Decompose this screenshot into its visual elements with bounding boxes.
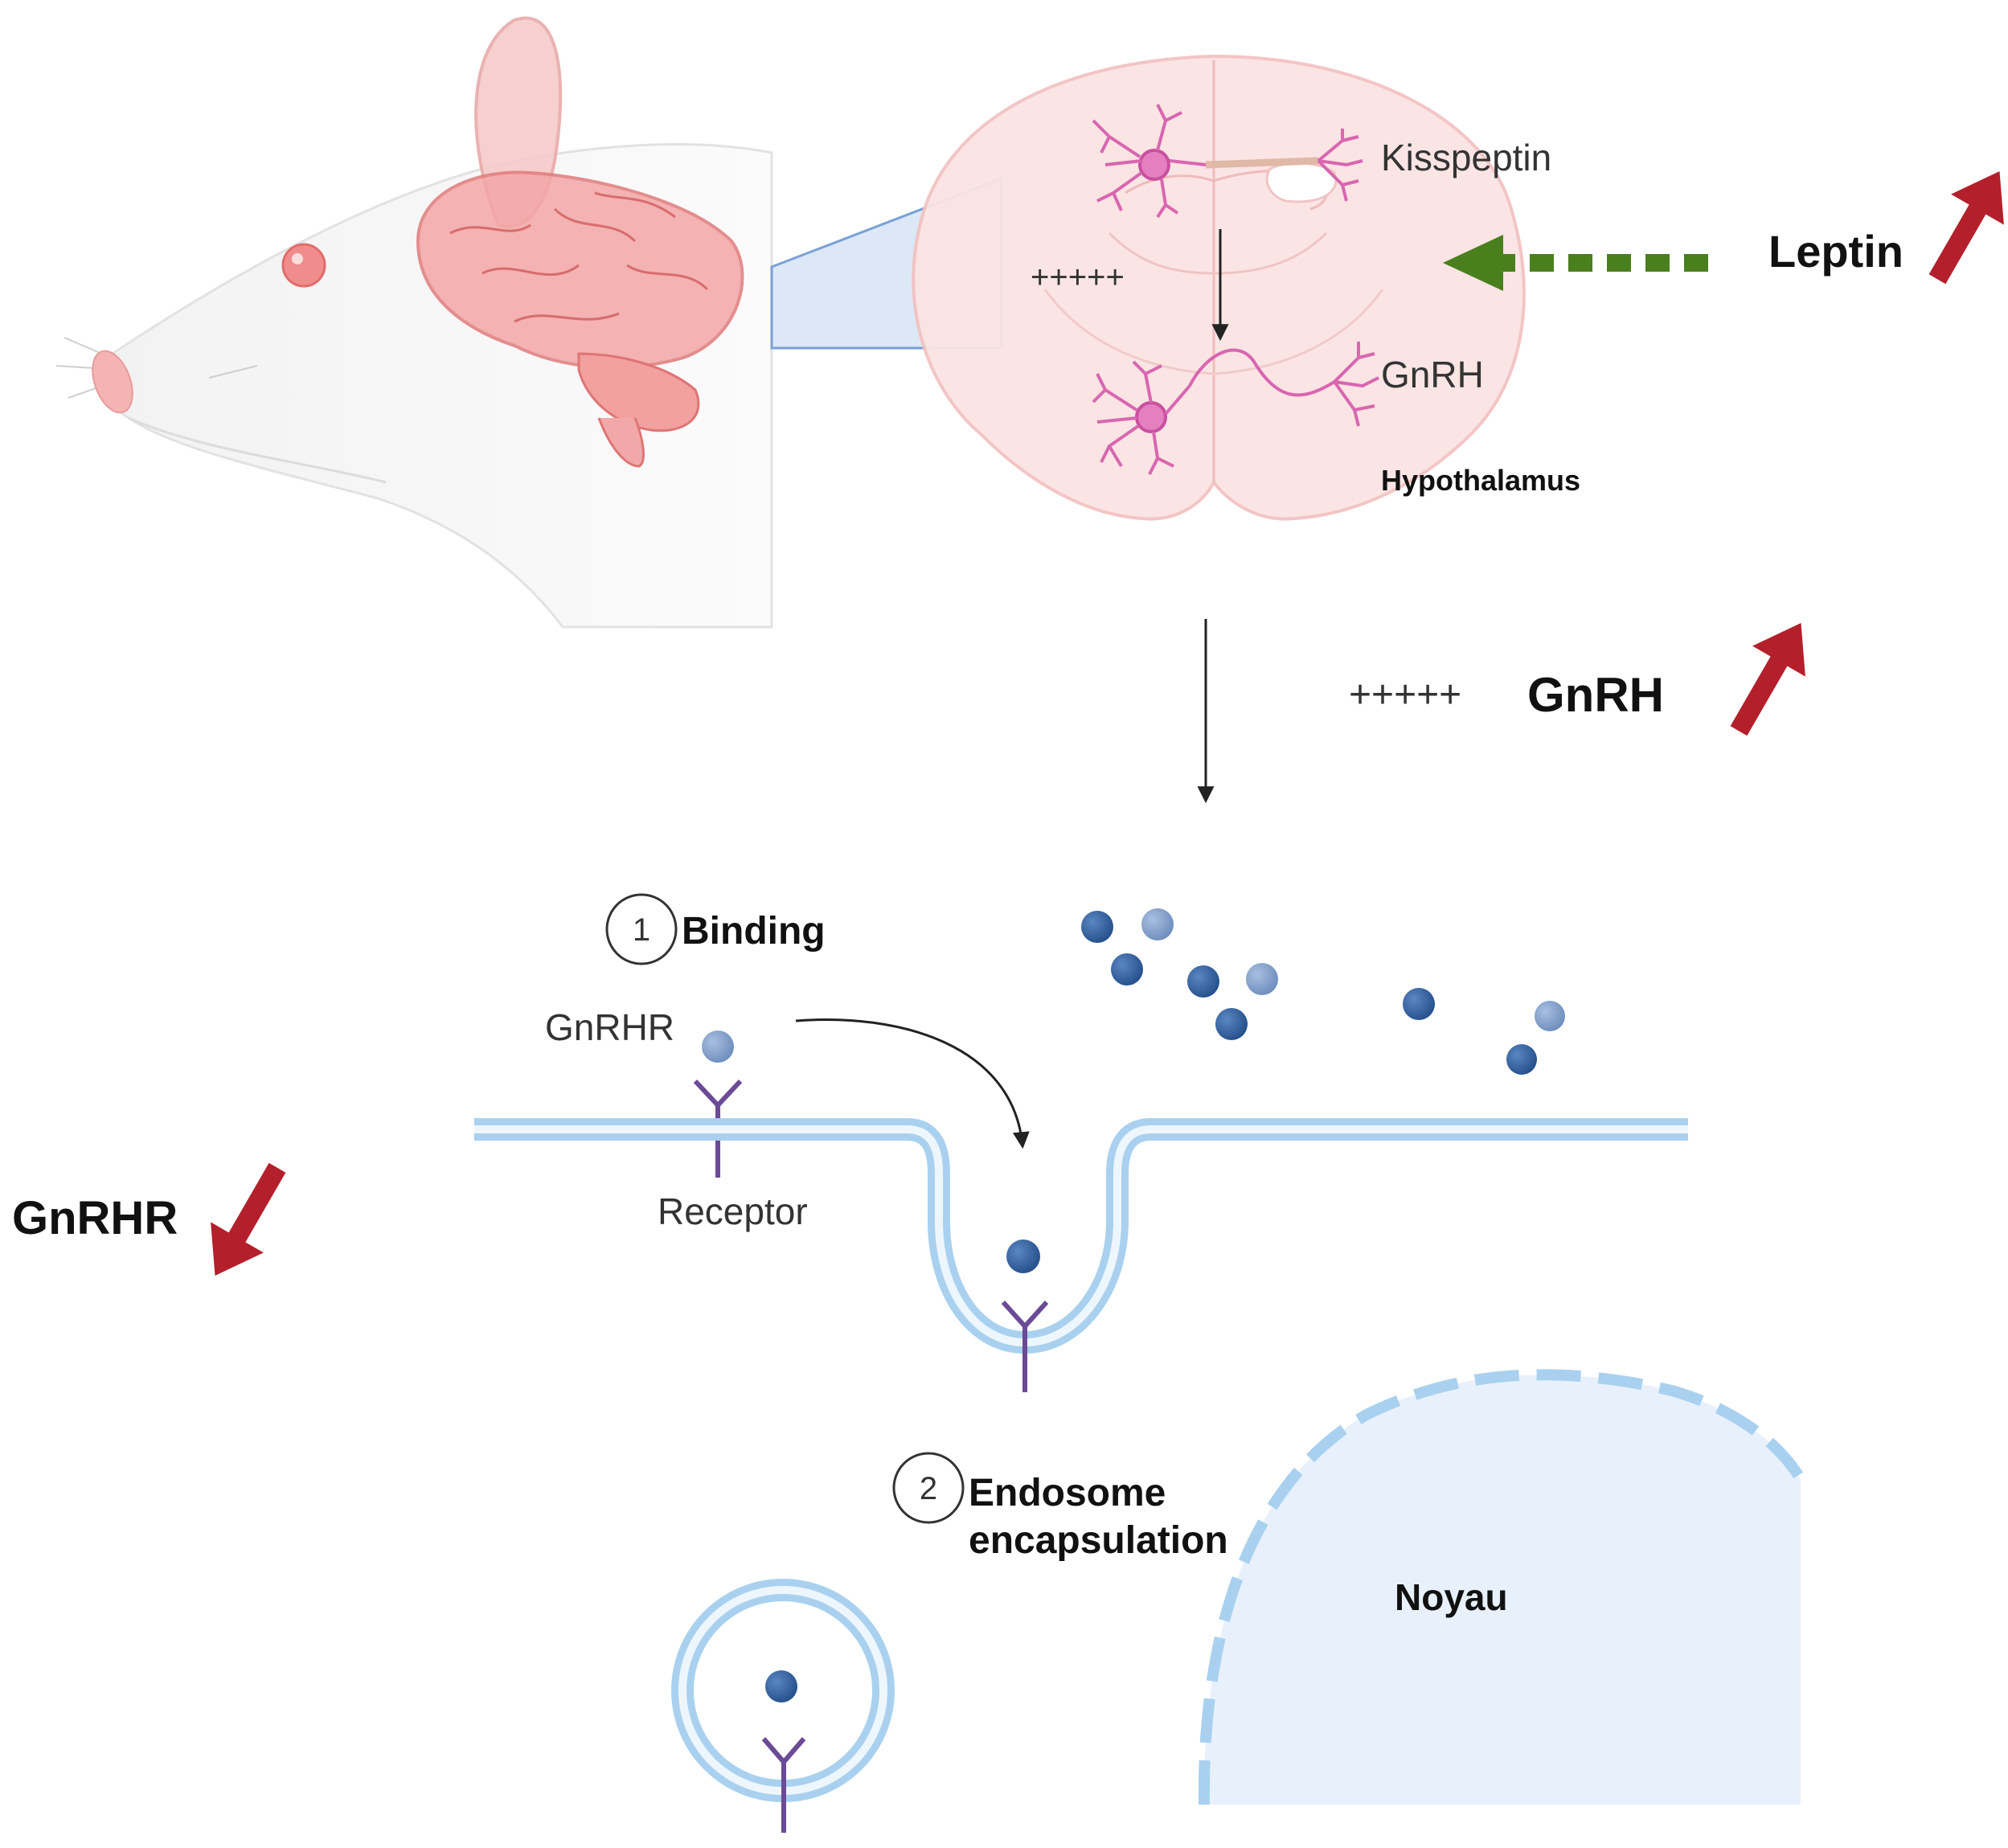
plus-signs-gnrh: +++++ <box>1349 674 1461 716</box>
gnrh-up-arrow-icon <box>1730 623 1805 736</box>
rat-nose <box>92 350 133 414</box>
gnrh-main-label: GnRH <box>1527 668 1664 722</box>
hypothalamus-label: Hypothalamus <box>1381 464 1580 497</box>
internalizing-ligand <box>1006 1240 1040 1273</box>
rat-illustration <box>55 16 773 629</box>
gnrhr-down-arrow-icon <box>211 1162 286 1276</box>
step-2-badge <box>892 1452 965 1524</box>
endosome-receptor <box>761 1737 806 1833</box>
receptor-label: Receptor <box>658 1190 808 1232</box>
surface-receptor <box>693 1079 743 1178</box>
cell-membrane <box>474 1118 1688 1354</box>
step-2-number: 2 <box>920 1471 937 1506</box>
rat-eye <box>281 243 326 288</box>
plus-signs-brain: +++++ <box>1031 260 1125 295</box>
gnrhr-ligand-label: GnRHR <box>545 1006 674 1048</box>
leptin-arrow <box>1443 235 1708 291</box>
kisspeptin-neuron <box>1092 104 1363 219</box>
endosome-ligand <box>765 1670 797 1703</box>
bound-ligand <box>702 1031 734 1063</box>
step-2-label-line2: encapsulation <box>969 1519 1228 1562</box>
pit-receptor <box>1001 1300 1049 1392</box>
rat-brain <box>416 170 744 468</box>
step-2-label-line1: Endosome <box>969 1472 1166 1514</box>
gnrhr-side-label: GnRHR <box>12 1192 178 1244</box>
step-1-label: Binding <box>682 910 826 953</box>
nucleus <box>1198 1369 1806 1805</box>
leptin-label: Leptin <box>1768 226 1904 277</box>
noyau-label: Noyau <box>1395 1576 1508 1618</box>
gnrh-neuron-label: GnRH <box>1381 354 1484 395</box>
leptin-up-arrow-icon <box>1928 171 2004 285</box>
kisspeptin-label: Kisspeptin <box>1381 137 1551 178</box>
gnrh-ligands-free <box>1081 908 1565 1075</box>
step-1-number: 1 <box>633 912 650 948</box>
binding-curve-arrow <box>795 1018 1030 1149</box>
step-1-badge <box>605 893 678 965</box>
gnrh-neuron <box>1092 342 1379 475</box>
brain-section <box>912 54 1526 521</box>
